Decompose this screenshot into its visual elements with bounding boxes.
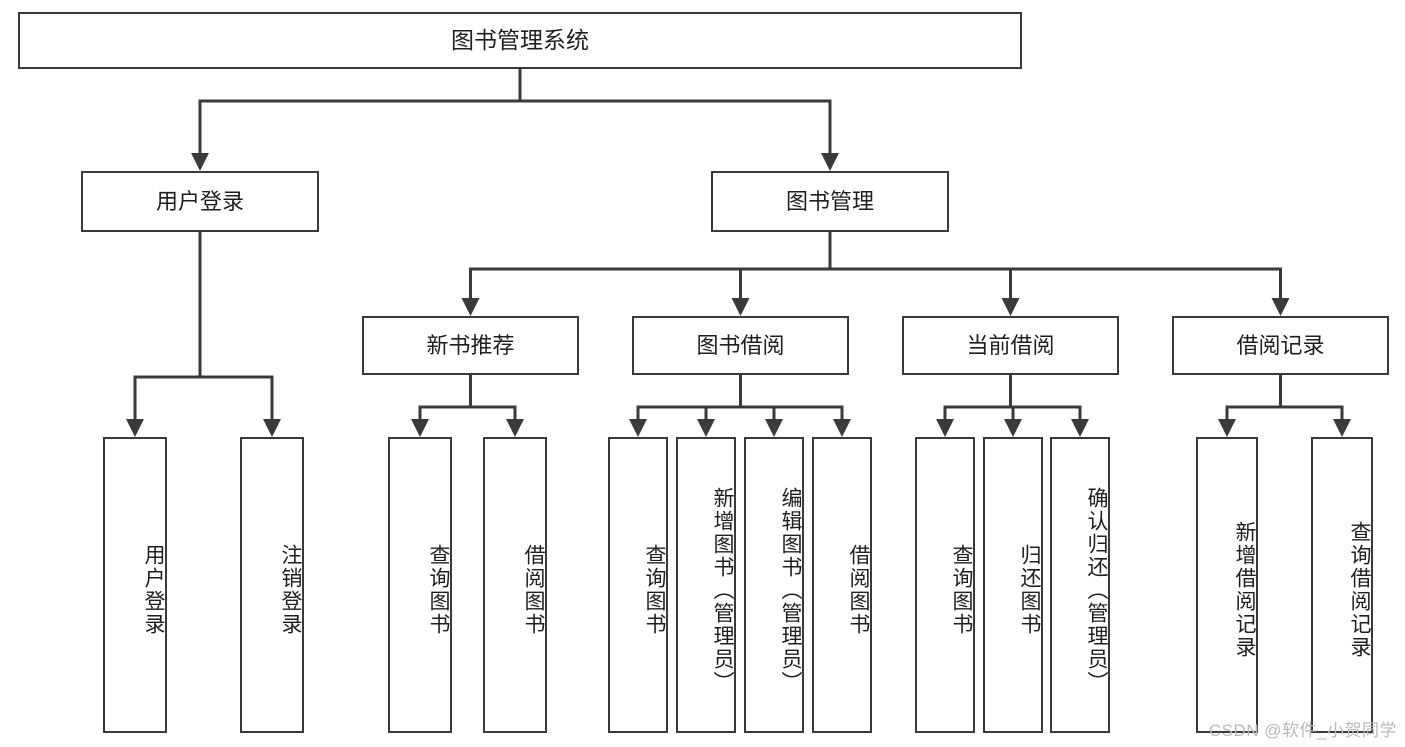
leaf-add-borrow-record[interactable]: 新增借阅记录 <box>1196 437 1258 733</box>
node-book-borrow[interactable]: 图书借阅 <box>632 316 849 375</box>
node-label: 图书借阅 <box>696 332 785 358</box>
node-label: 查询图书 <box>427 544 450 636</box>
leaf-return-book[interactable]: 归还图书 <box>983 437 1043 733</box>
node-label: 图书管理 <box>785 188 874 214</box>
node-label: 借阅记录 <box>1236 332 1325 358</box>
node-label: 查询图书 <box>643 544 666 636</box>
node-new-book-recommend[interactable]: 新书推荐 <box>362 316 579 375</box>
leaf-user-logout[interactable]: 注销登录 <box>240 437 304 733</box>
node-label: 查询图书 <box>950 544 973 636</box>
leaf-borrow-book-recommend[interactable]: 借阅图书 <box>483 437 547 733</box>
node-label: 注销登录 <box>279 544 302 636</box>
node-label: 新增图书（管理员） <box>711 486 734 694</box>
node-label: 当前借阅 <box>966 332 1055 358</box>
node-user-login-module[interactable]: 用户登录 <box>81 171 319 232</box>
node-label: 图书管理系统 <box>451 26 589 53</box>
leaf-query-borrow-record[interactable]: 查询借阅记录 <box>1311 437 1373 733</box>
watermark: CSDN @软件_小贺同学 <box>1208 721 1397 740</box>
leaf-edit-book-admin[interactable]: 编辑图书（管理员） <box>744 437 804 733</box>
node-label: 借阅图书 <box>847 544 870 636</box>
node-root-system[interactable]: 图书管理系统 <box>18 12 1022 69</box>
node-label: 编辑图书（管理员） <box>779 486 802 694</box>
node-label: 用户登录 <box>155 188 244 214</box>
leaf-add-book-admin[interactable]: 新增图书（管理员） <box>676 437 736 733</box>
node-label: 确认归还（管理员） <box>1085 486 1108 694</box>
node-current-borrow[interactable]: 当前借阅 <box>902 316 1119 375</box>
node-label: 用户登录 <box>142 544 165 636</box>
node-label: 归还图书 <box>1018 544 1041 636</box>
leaf-confirm-return-admin[interactable]: 确认归还（管理员） <box>1050 437 1110 733</box>
node-label: 新增借阅记录 <box>1233 521 1256 659</box>
node-label: 借阅图书 <box>522 544 545 636</box>
node-label: 查询借阅记录 <box>1348 521 1371 659</box>
leaf-query-book[interactable]: 查询图书 <box>608 437 668 733</box>
leaf-user-login[interactable]: 用户登录 <box>103 437 167 733</box>
node-book-management-module[interactable]: 图书管理 <box>711 171 949 232</box>
leaf-query-book-current[interactable]: 查询图书 <box>915 437 975 733</box>
leaf-query-book-recommend[interactable]: 查询图书 <box>388 437 452 733</box>
leaf-borrow-book[interactable]: 借阅图书 <box>812 437 872 733</box>
node-borrow-record[interactable]: 借阅记录 <box>1172 316 1389 375</box>
node-label: 新书推荐 <box>426 332 515 358</box>
